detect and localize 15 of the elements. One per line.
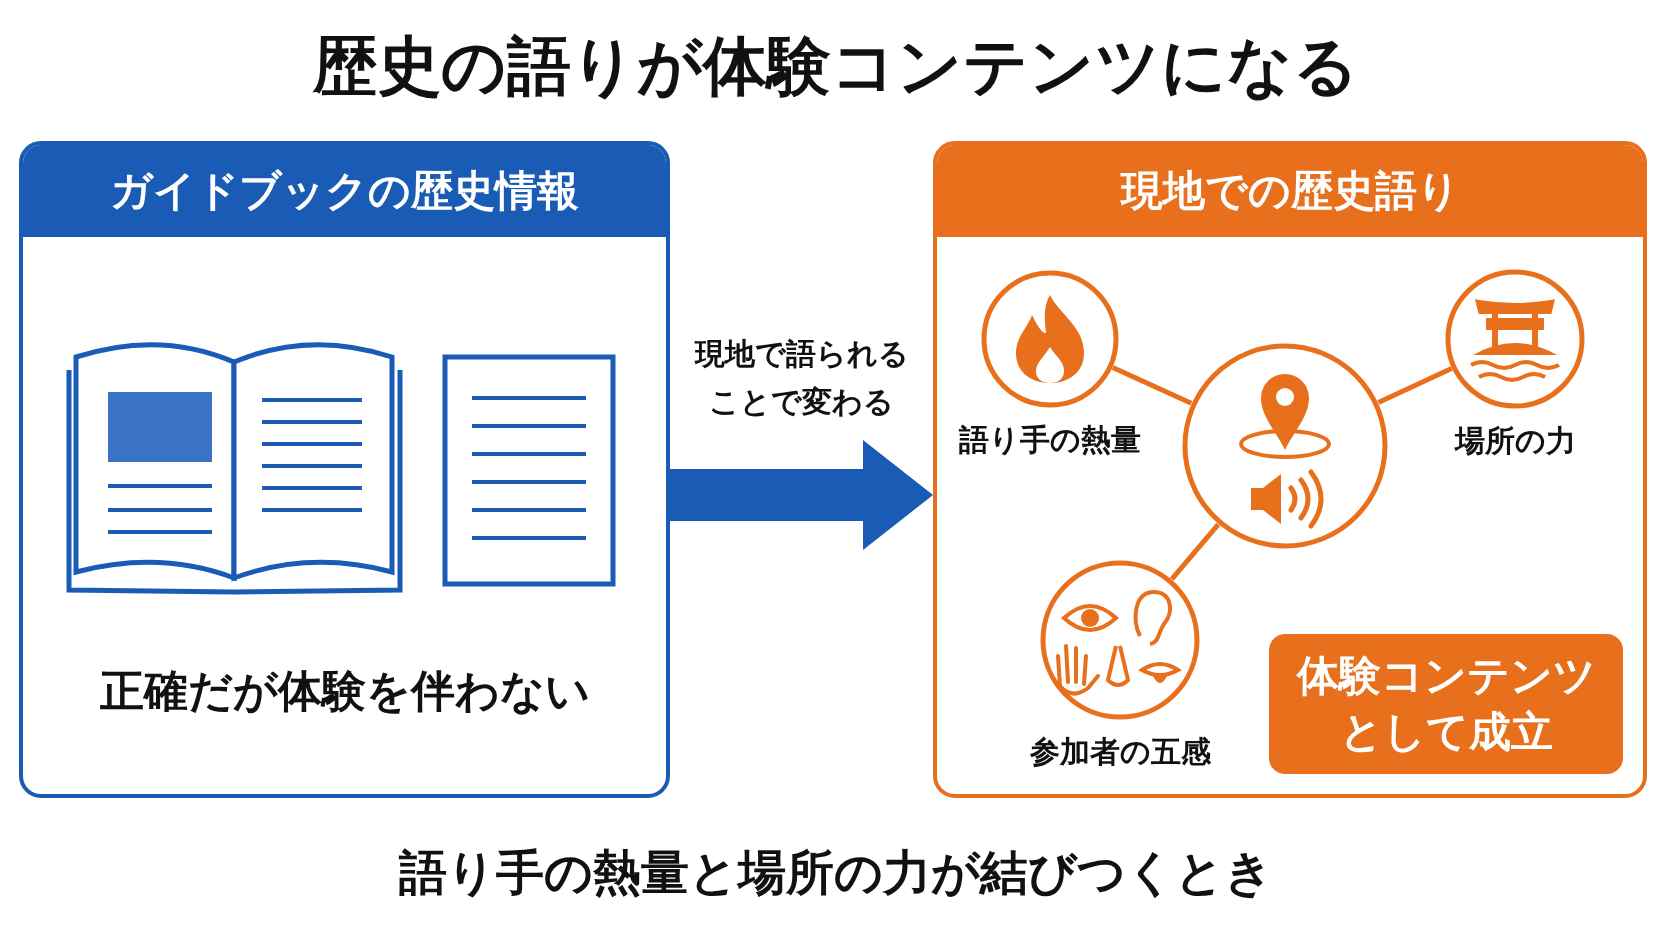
connector-line xyxy=(1377,366,1453,405)
panel-header: ガイドブックの歴史情報 xyxy=(23,145,666,237)
panel-text: 正確だが体験を伴わない xyxy=(98,664,591,718)
connector-line xyxy=(1111,365,1193,406)
title: 歴史の語りが体験コンテンツになる xyxy=(311,28,1360,105)
circle-label: 参加者の五感 xyxy=(1028,733,1212,771)
panel xyxy=(933,141,1647,798)
block-arrow xyxy=(670,440,933,550)
result-box: 体験コンテンツとして成立 xyxy=(1269,634,1623,774)
caption: 語り手の熱量と場所の力が結びつくとき xyxy=(398,843,1274,902)
panel xyxy=(19,141,670,798)
panel-header: 現地での歴史語り xyxy=(937,145,1643,237)
circle-label: 語り手の熱量 xyxy=(958,421,1142,459)
connector-line xyxy=(1169,522,1221,581)
circle-label: 場所の力 xyxy=(1453,422,1577,460)
